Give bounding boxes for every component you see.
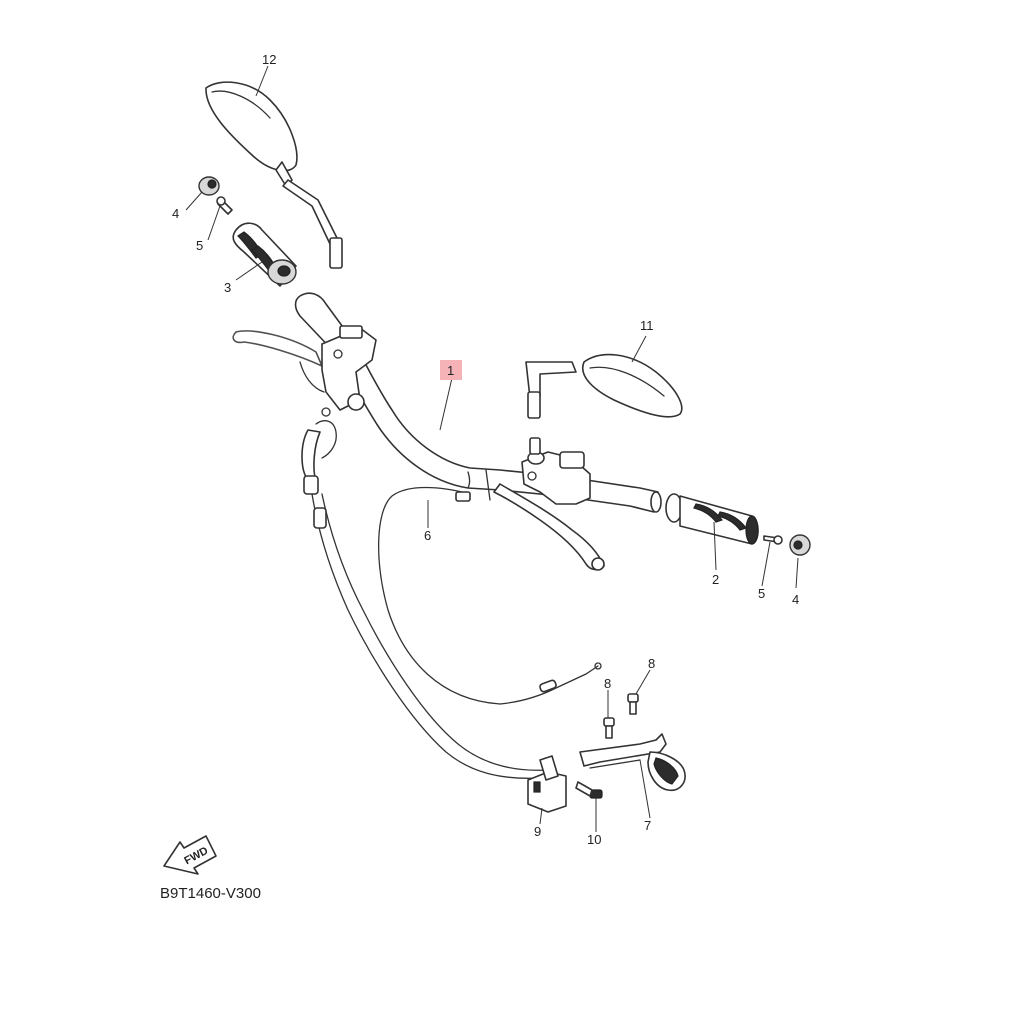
callout-2: 2: [712, 572, 719, 587]
bolt-8-left: [603, 717, 615, 739]
left-grip: [232, 222, 297, 287]
callout-8-left: 8: [604, 676, 611, 691]
right-grip: [665, 493, 759, 545]
callout-9: 9: [534, 824, 541, 839]
highlight-box: [440, 360, 462, 380]
right-switch-housing: [521, 451, 591, 505]
left-bar-end-screw: [216, 196, 233, 215]
callout-4-left: 4: [172, 206, 179, 221]
callout-6: 6: [424, 528, 431, 543]
bolt-8-right: [627, 693, 639, 715]
callout-12: 12: [262, 52, 276, 67]
callout-5-right: 5: [758, 586, 765, 601]
callout-7: 7: [644, 818, 651, 833]
throttle-cable: [378, 486, 602, 705]
callout-11: 11: [640, 318, 654, 333]
lower-bracket: [527, 755, 567, 813]
right-bar-end-screw: [763, 535, 783, 545]
bolt-10: [575, 781, 603, 799]
callout-4-right: 4: [792, 592, 799, 607]
diagram-code: B9T1460-V300: [160, 885, 261, 902]
callouts: 12 4 5 3 1 11 6 2 5 4 8 8 9 10 7: [172, 52, 799, 847]
left-bar-end-weight: [198, 176, 220, 196]
right-brake-lever: [493, 483, 605, 571]
left-mirror: [205, 81, 343, 269]
fwd-arrow: FWD: [163, 835, 217, 875]
callout-8-right: 8: [648, 656, 655, 671]
cable-holder-bracket: [579, 733, 686, 792]
right-bar-end-weight: [789, 534, 811, 556]
left-switch-housing: [321, 325, 377, 411]
callout-3: 3: [224, 280, 231, 295]
left-clutch-lever: [232, 330, 331, 417]
leader-lines: [185, 65, 799, 832]
callout-10: 10: [587, 832, 601, 847]
clutch-cable: [301, 420, 547, 779]
callout-1: 1: [447, 363, 454, 378]
callout-5-left: 5: [196, 238, 203, 253]
right-mirror: [525, 353, 683, 455]
